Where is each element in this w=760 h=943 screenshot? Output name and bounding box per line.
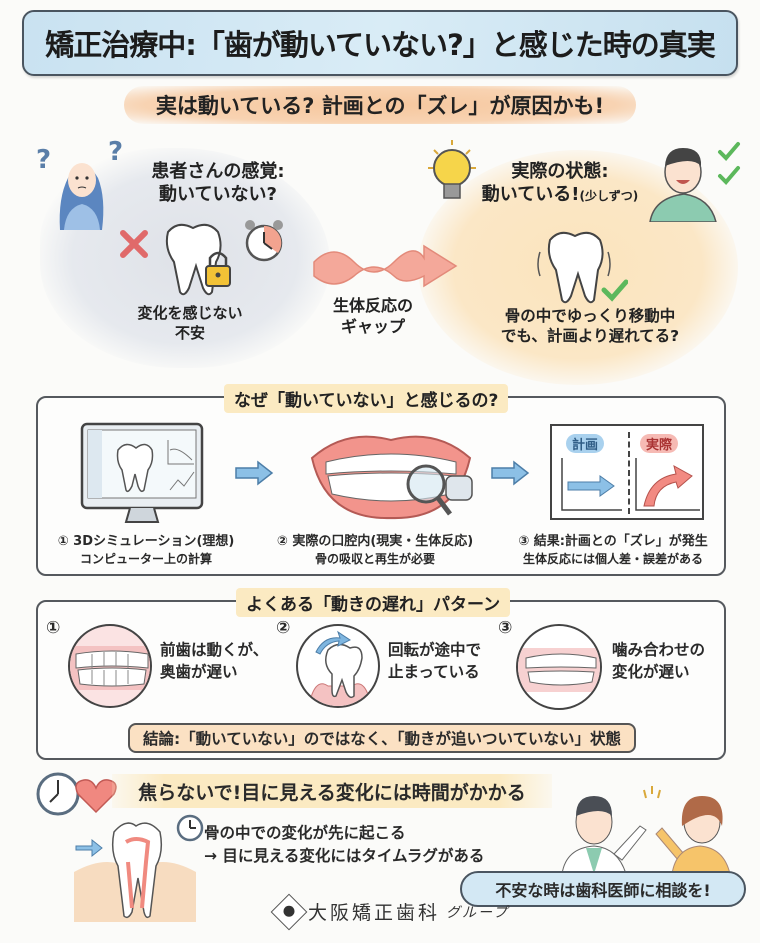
pattern-1-number: ① [46, 618, 61, 638]
step-2-caption: ② 実際の口腔内(現実・生体反応) 骨の吸収と再生が必要 [276, 534, 474, 566]
patient-caption: 変化を感じない 不安 [137, 304, 243, 342]
smiling-dentist-icon [646, 136, 742, 223]
patient-heading: 患者さんの感覚: 動いていない? [151, 161, 285, 206]
arrow-right-icon [490, 460, 530, 486]
clock-heart-icon [34, 770, 122, 818]
subtitle-banner: 実は動いている? 計画との「ズレ」が原因かも! [124, 86, 636, 124]
pattern-3-text: 噛み合わせの 変化が遅い [612, 641, 706, 681]
page-title-banner: 矯正治療中:「歯が動いていない?」と感じた時の真実 [22, 10, 738, 76]
light-bulb-icon [420, 136, 484, 212]
wavy-arrow-icon [310, 236, 460, 296]
rotating-tooth-icon [296, 624, 380, 708]
bottom-explanation: 骨の中での変化が先に起こる → 目に見える変化にはタイムラグがある [204, 824, 485, 866]
gap-label: 生体反応の ギャップ [332, 296, 413, 336]
tooth-root-cross-section-icon [70, 812, 200, 922]
pattern-2-text: 回転が途中で 止まっている [388, 641, 482, 681]
logo-mark-icon [270, 893, 308, 930]
alarm-clock-icon [240, 215, 288, 265]
actual-caption: 骨の中でゆっくり移動中 でも、計画より遅れてる? [500, 307, 680, 346]
plan-label: 計画 [566, 434, 605, 453]
x-mark-icon [118, 228, 150, 260]
svg-text:?: ? [36, 145, 51, 175]
tooth-icon [158, 218, 238, 298]
subtitle: 実は動いている? 計画との「ズレ」が原因かも! [155, 94, 605, 118]
step-1-caption: ① 3Dシミュレーション(理想) コンピューター上の計算 [57, 534, 235, 566]
footer-logo: 大阪矯正歯科 グループ [270, 893, 510, 930]
wiggling-tooth-icon [528, 226, 629, 310]
pattern-1-text: 前歯は動くが、 奥歯が遅い [160, 641, 269, 681]
bite-teeth-icon [516, 624, 602, 710]
bottom-heading: 焦らないで!目に見える変化には時間がかかる [112, 774, 552, 808]
patterns-section-label: よくある「動きの遅れ」パターン [236, 588, 511, 617]
monitor-icon [78, 420, 206, 530]
actual-label: 実際 [640, 434, 679, 453]
consult-speech-bubble: 不安な時は歯科医師に相談を! [460, 871, 746, 907]
logo-sub: グループ [446, 904, 510, 921]
small-clock-icon [176, 814, 204, 842]
conclusion-box: 結論:「動いていない」のではなく、「動きが追いついていない」状態 [128, 723, 636, 753]
front-teeth-icon [68, 624, 152, 708]
high-five-illustration-icon [554, 782, 754, 875]
mouth-teeth-icon [306, 418, 476, 528]
pattern-3-number: ③ [498, 618, 513, 638]
pattern-2-number: ② [276, 618, 291, 638]
why-section-label: なぜ「動いていない」と感じるの? [224, 384, 509, 413]
actual-heading: 実際の状態: 動いている!(少しずつ) [481, 161, 639, 206]
logo-name: 大阪矯正歯科 [308, 902, 441, 924]
arrow-right-icon [234, 460, 274, 486]
svg-text:?: ? [108, 138, 123, 167]
plan-vs-actual-chart-icon: 計画 実際 [550, 424, 704, 520]
worried-patient-icon: ? ? [36, 137, 126, 230]
page-title: 矯正治療中:「歯が動いていない?」と感じた時の真実 [45, 28, 716, 62]
step-3-caption: ③ 結果:計画との「ズレ」が発生 生体反応には個人差・誤差がある [518, 534, 708, 566]
